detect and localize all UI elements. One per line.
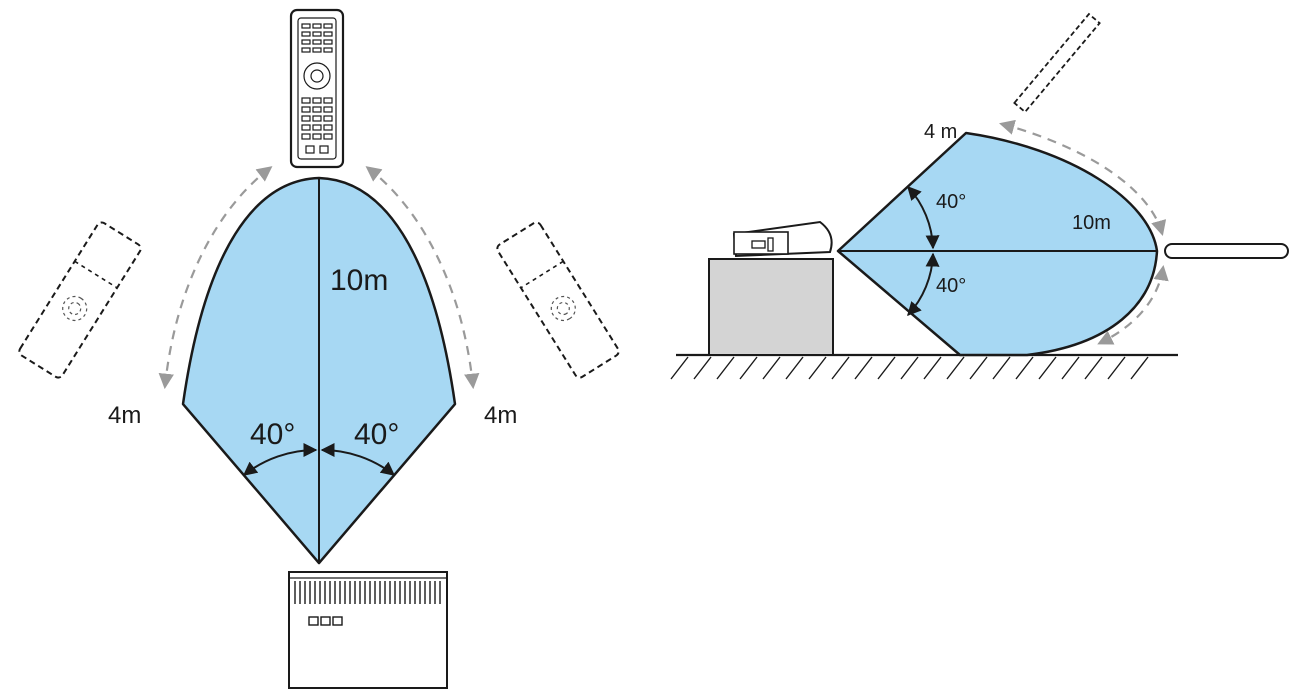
floor-hatch [670, 356, 1149, 380]
floor-hatch-stroke [1084, 356, 1103, 380]
projector-top-icon [288, 571, 448, 689]
swing-arrow-right [365, 166, 480, 390]
floor-hatch-stroke [923, 356, 942, 380]
floor-hatch-stroke [900, 356, 919, 380]
top-view-diagram: 10m 40° 40° 4m 4m [18, 8, 620, 689]
floor-hatch-stroke [1107, 356, 1126, 380]
floor-hatch-stroke [992, 356, 1011, 380]
floor-hatch-stroke [739, 356, 758, 380]
top-side-left-label: 4m [108, 402, 141, 429]
swing-arrow-upper [999, 119, 1167, 236]
angle-arc-left [242, 442, 318, 476]
top-side-right-label: 4m [484, 402, 517, 429]
side-view-diagram: 4 m 40° 10m 40° [670, 12, 1289, 380]
side-side-label: 4 m [924, 121, 957, 143]
floor-hatch-stroke [808, 356, 827, 380]
projector-stand [708, 258, 834, 356]
projector-side-icon [732, 220, 833, 258]
floor-hatch-stroke [785, 356, 804, 380]
floor-hatch-stroke [854, 356, 873, 380]
remote-tilted-left-icon [18, 221, 142, 379]
swing-arrow-left [158, 166, 273, 390]
floor-hatch-stroke [1038, 356, 1057, 380]
floor-hatch-stroke [969, 356, 988, 380]
floor-hatch-stroke [1015, 356, 1034, 380]
side-angle-upper-label: 40° [936, 191, 966, 213]
floor-hatch-stroke [693, 356, 712, 380]
top-range-label: 10m [330, 264, 388, 297]
floor-hatch-stroke [877, 356, 896, 380]
floor-hatch-stroke [1061, 356, 1080, 380]
side-range-label: 10m [1072, 212, 1111, 234]
floor-hatch-stroke [946, 356, 965, 380]
side-angle-lower-label: 40° [936, 275, 966, 297]
remote-tilted-right-icon [496, 221, 620, 379]
top-angle-left-label: 40° [250, 418, 295, 451]
floor-hatch-stroke [831, 356, 850, 380]
reception-area-side-view [836, 131, 1159, 357]
remote-raised-icon [1013, 12, 1101, 114]
floor-hatch-stroke [762, 356, 781, 380]
floor-hatch-stroke [716, 356, 735, 380]
floor-hatch-stroke [670, 356, 689, 380]
angle-arc-upper [907, 185, 940, 250]
floor-hatch-stroke [1130, 356, 1149, 380]
remote-control-icon [289, 8, 345, 169]
angle-arc-lower [907, 252, 940, 317]
top-angle-right-label: 40° [354, 418, 399, 451]
swing-arrow-lower [1097, 264, 1169, 345]
angle-arc-right [320, 442, 396, 476]
remote-horizontal-icon [1164, 243, 1289, 259]
